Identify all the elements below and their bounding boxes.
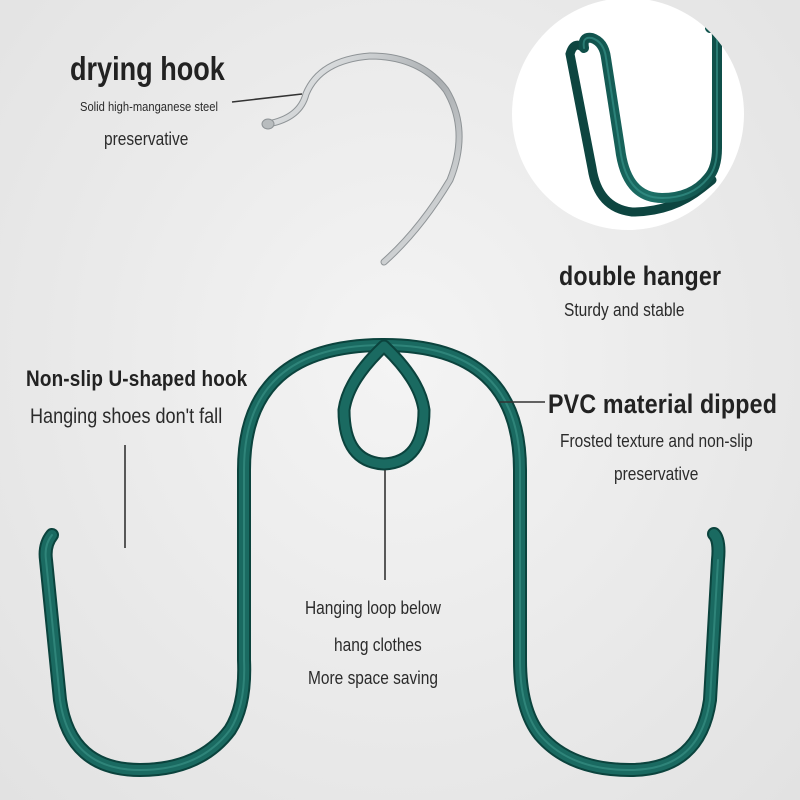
loop-line3: More space saving	[308, 668, 438, 688]
loop-line1: Hanging loop below	[305, 598, 441, 618]
double-hanger-line1: Sturdy and stable	[564, 300, 685, 320]
pvc-title: PVC material dipped	[548, 389, 778, 419]
drying-hook-line1: Solid high-manganese steel	[80, 99, 218, 114]
steel-hook	[261, 52, 463, 266]
closeup-inset	[512, 0, 744, 230]
double-hanger-title: double hanger	[559, 261, 722, 291]
u-hook-title: Non-slip U-shaped hook	[26, 366, 248, 391]
loop-line2: hang clothes	[334, 635, 422, 655]
drying-hook-leader	[231, 93, 303, 103]
drying-hook-line2: preservative	[104, 129, 189, 149]
pvc-line1: Frosted texture and non-slip	[560, 431, 753, 451]
u-hook-line1: Hanging shoes don't fall	[30, 405, 223, 428]
hanging-loop	[337, 339, 431, 471]
pvc-line2: preservative	[614, 464, 699, 484]
callout-lines	[124, 93, 545, 580]
drying-hook-title: drying hook	[70, 50, 225, 87]
closeup-hanger-illustration	[565, 22, 722, 217]
